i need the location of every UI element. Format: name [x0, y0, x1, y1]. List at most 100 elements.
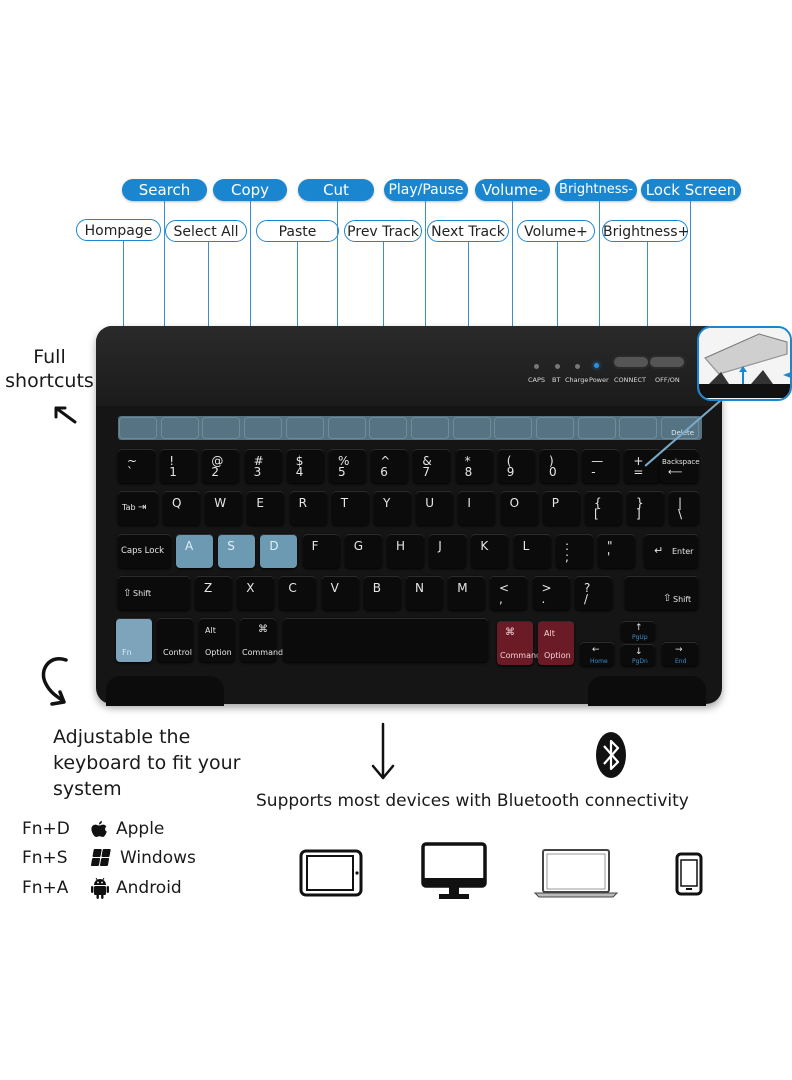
key-space[interactable]	[283, 618, 488, 662]
key-arrow-up[interactable]: ↑PgUp	[621, 621, 655, 641]
arrow-down-icon: ↓	[635, 647, 643, 657]
key-z-extra-1[interactable]: >.	[532, 576, 570, 610]
key-num-9[interactable]: (9	[497, 449, 535, 483]
key-shift-right[interactable]: ⇧Shift	[625, 576, 698, 610]
key-fn[interactable]: Fn	[116, 618, 152, 662]
key-num-1[interactable]: !1	[160, 449, 198, 483]
key-o[interactable]: O	[500, 491, 538, 525]
fn-key-5[interactable]	[286, 417, 324, 439]
fn-key-3[interactable]	[202, 417, 240, 439]
key-shifted-label: @	[211, 454, 224, 468]
key-u[interactable]: U	[416, 491, 454, 525]
pgdn-label: PgDn	[632, 658, 648, 665]
fn-key-1[interactable]	[119, 417, 157, 439]
key-q-extra-2[interactable]: |\	[669, 491, 699, 525]
key-a-extra-0[interactable]: :;	[556, 534, 593, 568]
key-shifted-label: )	[549, 454, 554, 468]
key-t[interactable]: T	[331, 491, 369, 525]
key-i[interactable]: I	[458, 491, 496, 525]
key-b[interactable]: B	[363, 576, 401, 610]
key-shifted-label: &	[422, 454, 432, 468]
key-j[interactable]: J	[429, 534, 467, 568]
key-k[interactable]: K	[471, 534, 509, 568]
key-n[interactable]: N	[406, 576, 443, 610]
key-shift-left[interactable]: ⇧Shift	[118, 576, 190, 610]
control-label: Control	[163, 648, 192, 657]
key-enter[interactable]: ↵Enter	[644, 534, 698, 568]
key-e[interactable]: E	[247, 491, 285, 525]
key-base-label: 8	[464, 465, 473, 479]
key-w[interactable]: W	[205, 491, 243, 525]
key-z-extra-0[interactable]: <,	[490, 576, 527, 610]
fn-key-6[interactable]	[328, 417, 366, 439]
key-shifted-label: "	[607, 539, 613, 553]
key-q-extra-0[interactable]: {[	[585, 491, 622, 525]
key-x[interactable]: X	[237, 576, 275, 610]
label-volume-down: Volume-	[475, 179, 550, 201]
key-arrow-left[interactable]: ←Home	[580, 642, 614, 666]
laptop-icon	[534, 849, 618, 898]
key-shifted-label: >	[541, 581, 552, 595]
key-caps-lock[interactable]: Caps Lock	[118, 534, 171, 568]
key-num-7[interactable]: &7	[413, 449, 451, 483]
fn-key-4[interactable]	[244, 417, 282, 439]
fn-key-11[interactable]	[536, 417, 574, 439]
key-a[interactable]: A	[176, 534, 213, 568]
fn-key-7[interactable]	[369, 417, 407, 439]
key-y[interactable]: Y	[374, 491, 411, 525]
fn-key-2[interactable]	[161, 417, 199, 439]
key-m[interactable]: M	[448, 576, 486, 610]
key-g[interactable]: G	[344, 534, 382, 568]
key-z[interactable]: Z	[195, 576, 232, 610]
key-num-0[interactable]: ~`	[118, 449, 155, 483]
key-a-extra-1[interactable]: "'	[598, 534, 635, 568]
keyboard-stand-right	[588, 676, 706, 706]
key-d[interactable]: D	[260, 534, 298, 568]
key-arrow-down[interactable]: ↓PgDn	[621, 644, 655, 666]
connect-button[interactable]	[612, 355, 650, 369]
function-key-row	[118, 416, 702, 440]
key-arrow-right[interactable]: →End	[662, 642, 698, 666]
key-num-11[interactable]: —-	[582, 449, 620, 483]
key-z-extra-2[interactable]: ?/	[575, 576, 612, 610]
key-r[interactable]: R	[289, 491, 327, 525]
key-q[interactable]: Q	[163, 491, 200, 525]
key-num-5[interactable]: %5	[329, 449, 366, 483]
system-row-windows: Fn+S Windows	[22, 848, 196, 868]
fn-key-10[interactable]	[494, 417, 532, 439]
key-num-2[interactable]: @2	[202, 449, 240, 483]
key-backspace[interactable]: Backspace⟵	[660, 449, 700, 483]
label-search: Search	[122, 179, 207, 201]
key-v[interactable]: V	[321, 576, 359, 610]
option-left-label: Option	[205, 648, 232, 657]
key-f[interactable]: F	[302, 534, 340, 568]
key-num-6[interactable]: ^6	[371, 449, 409, 483]
key-num-3[interactable]: #3	[244, 449, 282, 483]
label-lock-screen: Lock Screen	[641, 179, 741, 201]
android-label: Android	[116, 878, 182, 898]
key-control[interactable]: Control	[157, 618, 193, 662]
fn-key-9[interactable]	[453, 417, 491, 439]
fn-key-13[interactable]	[619, 417, 657, 439]
key-command-left[interactable]: ⌘Command	[240, 618, 283, 662]
fn-key-8[interactable]	[411, 417, 449, 439]
command-right-label: Command	[500, 651, 542, 660]
key-num-10[interactable]: )0	[540, 449, 577, 483]
key-num-4[interactable]: $4	[286, 449, 324, 483]
key-c[interactable]: C	[279, 576, 317, 610]
key-label: Z	[204, 581, 213, 595]
key-num-8[interactable]: *8	[455, 449, 493, 483]
key-s[interactable]: S	[218, 534, 256, 568]
key-label: N	[415, 581, 424, 595]
key-p[interactable]: P	[542, 491, 580, 525]
key-command-right[interactable]: ⌘Command	[497, 621, 541, 665]
key-tab[interactable]: Tab⇥	[118, 491, 158, 525]
power-switch[interactable]	[648, 355, 686, 369]
key-q-extra-1[interactable]: }]	[627, 491, 664, 525]
key-l[interactable]: L	[513, 534, 551, 568]
key-h[interactable]: H	[387, 534, 424, 568]
shift-right-label: Shift	[673, 595, 692, 604]
fn-key-12[interactable]	[578, 417, 616, 439]
